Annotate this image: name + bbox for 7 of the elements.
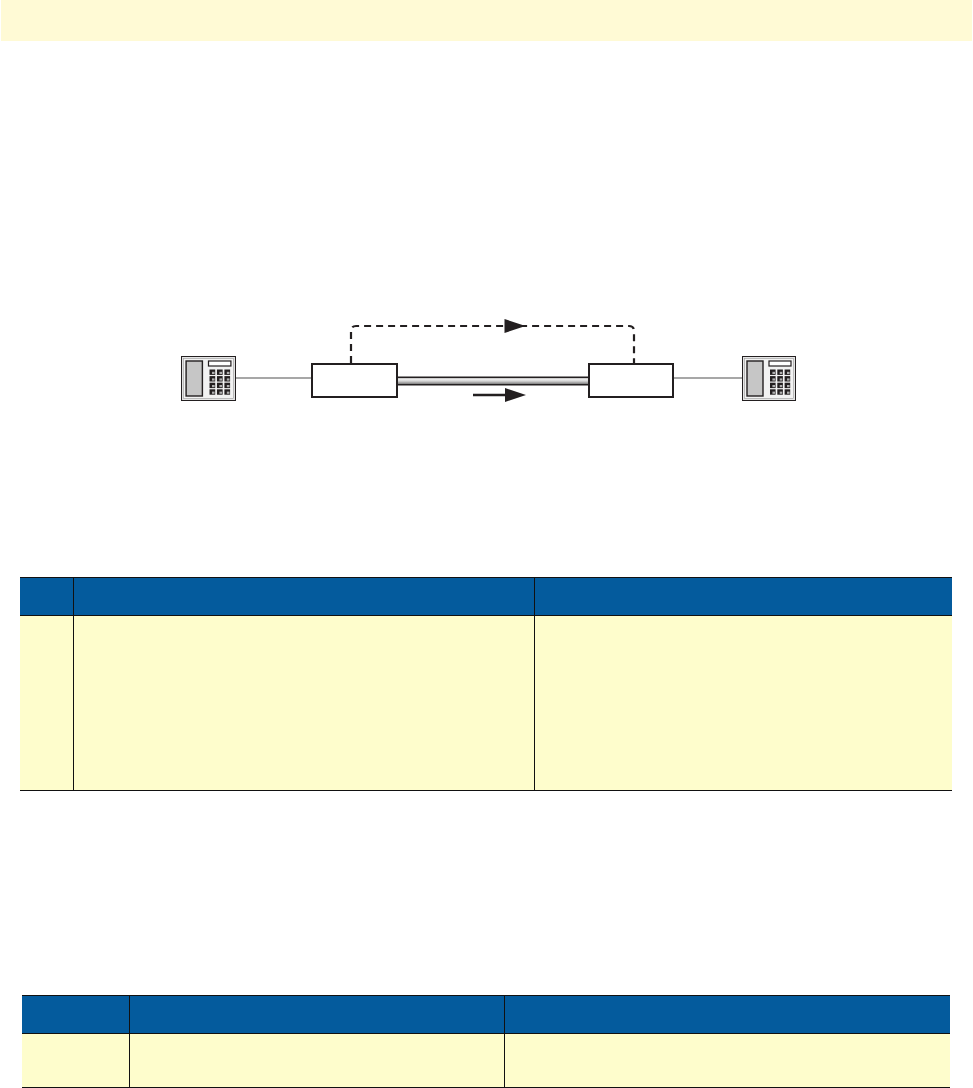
telephone-icon — [181, 356, 236, 401]
process-box — [588, 363, 674, 398]
process-box — [311, 363, 398, 398]
thick-connector — [398, 376, 588, 386]
connector-line — [673, 377, 743, 379]
connector-line — [235, 377, 312, 379]
telephone-icon — [742, 356, 796, 401]
